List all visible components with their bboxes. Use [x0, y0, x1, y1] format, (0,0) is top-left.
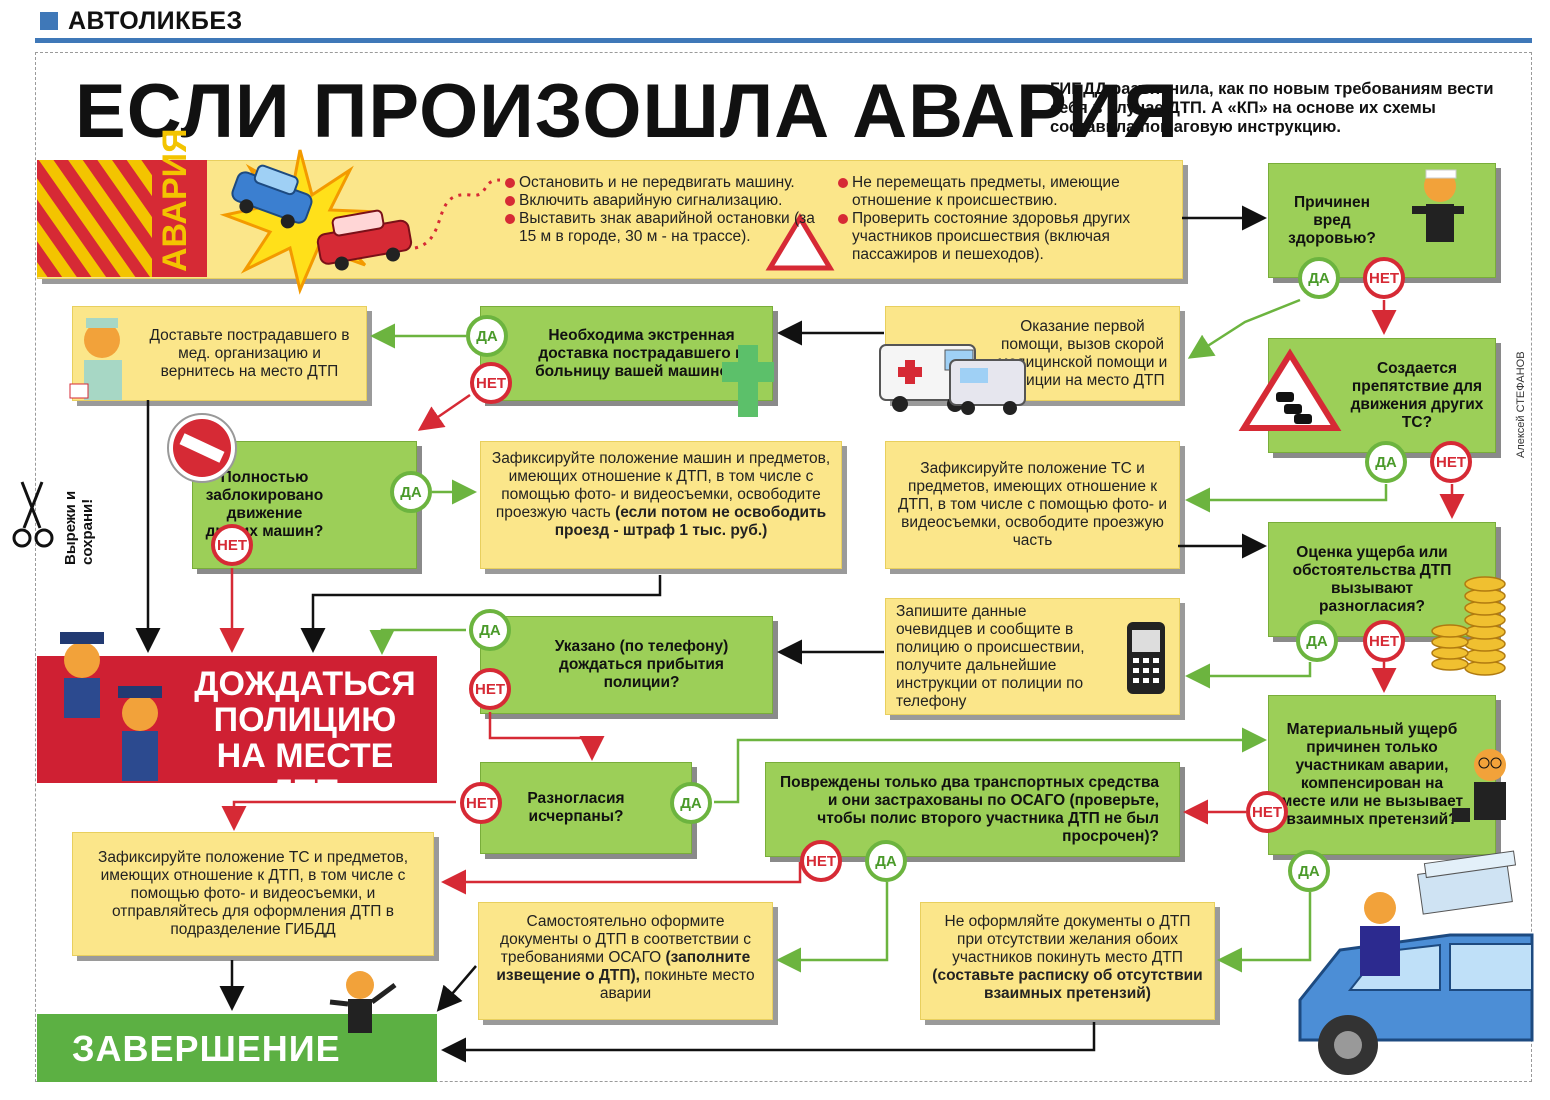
no-docs-bold: (составьте расписку об отсутствии взаимн… — [932, 967, 1203, 1002]
banner-item: Включить аварийную сигнализацию. — [505, 192, 825, 210]
cutout-frame — [35, 52, 1532, 1082]
banner-right-list: Не перемещать предметы, имеющие отношени… — [838, 174, 1158, 264]
arrow-damage-yes — [1185, 662, 1312, 689]
self-register-box: Самостоятельно оформите документы о ДТП … — [478, 902, 773, 1020]
yes-badge: ДА — [1298, 257, 1340, 299]
no-badge: НЕТ — [211, 524, 253, 566]
question-phone-wait: Указано (по телефону) дождаться прибытия… — [480, 616, 773, 714]
yes-badge: ДА — [1365, 441, 1407, 483]
arrow-two-yes — [776, 882, 889, 973]
top-rule — [35, 38, 1532, 43]
no-badge: НЕТ — [460, 782, 502, 824]
no-badge: НЕТ — [1363, 620, 1405, 662]
yes-badge: ДА — [466, 315, 508, 357]
cutout-label: Вырежи и сохрани! — [62, 490, 96, 565]
arrow-obstacle-yes — [1185, 484, 1388, 513]
yes-badge: ДА — [670, 782, 712, 824]
finish-label: ЗАВЕРШЕНИЕ — [72, 1028, 341, 1069]
self-register-bold: (заполните извещение о ДТП), — [496, 949, 751, 984]
question-resolved: Разногласия исчерпаны? — [480, 762, 692, 854]
banner-item: Не перемещать предметы, имеющие отношени… — [838, 174, 1158, 210]
question-material: Материальный ущерб причинен только участ… — [1268, 695, 1496, 855]
no-badge: НЕТ — [800, 840, 842, 882]
banner-item: Проверить состояние здоровья других учас… — [838, 210, 1158, 264]
no-badge: НЕТ — [1363, 257, 1405, 299]
arrow-resolved-yes — [714, 727, 1267, 804]
accident-banner — [37, 160, 1183, 279]
injured-man-icon — [1412, 169, 1464, 242]
page-title: ЕСЛИ ПРОИЗОШЛА АВАРИЯ — [75, 69, 1180, 154]
yes-badge: ДА — [469, 609, 511, 651]
arrow-harm-yes — [1187, 298, 1301, 359]
no-docs-text: Не оформляйте документы о ДТП при отсутс… — [944, 913, 1191, 966]
lead-text: ГИБДД разъяснила, как по новым требовани… — [1050, 80, 1494, 136]
rubric-label: АВТОЛИКБЕЗ — [68, 7, 243, 35]
banner-left-list: Остановить и не передвигать машину. Вклю… — [505, 174, 825, 246]
wait-police-block — [37, 656, 437, 783]
banner-item: Остановить и не передвигать машину. — [505, 174, 825, 192]
no-badge: НЕТ — [1246, 791, 1288, 833]
coins-icon — [1431, 576, 1506, 676]
arrow-phone-yes — [369, 628, 466, 655]
money-stack-icon — [1417, 850, 1517, 915]
person-with-money-icon — [1360, 892, 1400, 976]
arrow-material-yes — [1217, 892, 1312, 973]
no-badge: НЕТ — [469, 668, 511, 710]
fix-tc-box: Зафиксируйте положение ТС и предметов, и… — [885, 441, 1180, 569]
doctor-icon — [69, 318, 122, 400]
traffic-warning-icon — [1238, 348, 1342, 431]
question-two-vehicles: Повреждены только два транспортных средс… — [765, 762, 1180, 857]
wait-police-label: ДОЖДАТЬСЯ ПОЛИЦИЮ НА МЕСТЕ ДТП — [194, 665, 416, 811]
arrow-two-no — [441, 862, 802, 895]
no-badge: НЕТ — [1430, 441, 1472, 483]
arrow-self-to-finish — [436, 965, 477, 1012]
no-badge: НЕТ — [470, 362, 512, 404]
mobile-phone-icon — [1127, 622, 1165, 694]
arrow-phone-no — [488, 712, 605, 761]
medical-cross-icon — [722, 345, 774, 417]
happy-man-icon — [329, 971, 397, 1033]
arrow-fixphoto-down — [300, 575, 662, 653]
question-urgent-delivery: Необходима экстренная доставка пострадав… — [480, 306, 773, 401]
fine-warning: (если потом не освободить проезд - штраф… — [554, 504, 827, 539]
blue-car-icon — [1298, 933, 1534, 1075]
arrow-nodocs-to-finish — [441, 1022, 1096, 1063]
yes-badge: ДА — [1288, 850, 1330, 892]
rubric-square-icon — [40, 12, 58, 30]
fix-photo-text: Зафиксируйте положение машин и предметов… — [491, 450, 831, 521]
arrow-resolved-no — [221, 800, 456, 831]
yes-badge: ДА — [865, 840, 907, 882]
businessman-icon — [1452, 749, 1506, 822]
yes-badge: ДА — [1296, 620, 1338, 662]
scissors-icon — [12, 481, 54, 548]
self-register-post: покиньте место аварии — [599, 967, 755, 1002]
police-officer-icon — [60, 632, 162, 781]
banner-item: Выставить знак аварийной остановки (за 1… — [505, 210, 825, 246]
yes-badge: ДА — [390, 471, 432, 513]
no-docs-box: Не оформляйте документы о ДТП при отсутс… — [920, 902, 1215, 1020]
author-credit: Алексей СТЕФАНОВ — [1515, 351, 1527, 458]
deliver-victim-box: Доставьте пострадавшего в мед. организац… — [72, 306, 367, 401]
self-register-text: Самостоятельно оформите документы о ДТП … — [500, 913, 751, 966]
question-damage-dispute: Оценка ущерба или обстоятельства ДТП выз… — [1268, 522, 1496, 637]
fix-photo-box: Зафиксируйте положение машин и предметов… — [480, 441, 842, 569]
fix-gibdd-box: Зафиксируйте положение ТС и предметов, и… — [72, 832, 434, 956]
arrow-urgent-no — [417, 393, 471, 431]
no-entry-icon — [167, 413, 237, 483]
ambulance-icon — [879, 344, 1026, 415]
